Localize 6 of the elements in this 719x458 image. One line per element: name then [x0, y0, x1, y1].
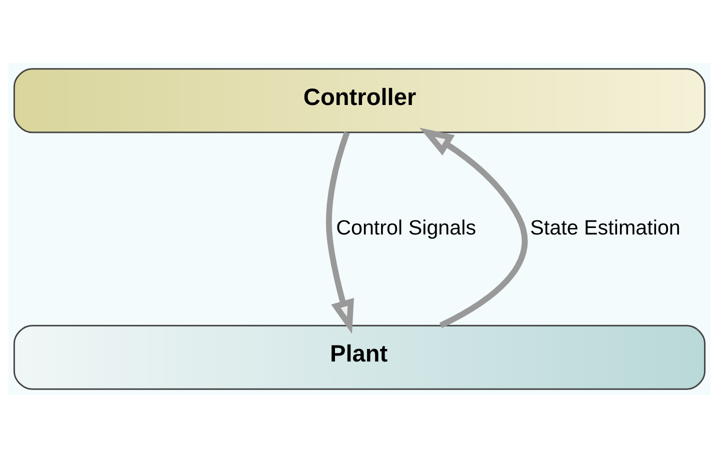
edge-label: State Estimation: [530, 216, 680, 240]
node-box: Plant: [13, 324, 706, 390]
arrow: [326, 132, 354, 334]
node-box: Controller: [13, 68, 706, 134]
arrow: [420, 128, 528, 328]
edge-label: Control Signals: [336, 216, 476, 240]
